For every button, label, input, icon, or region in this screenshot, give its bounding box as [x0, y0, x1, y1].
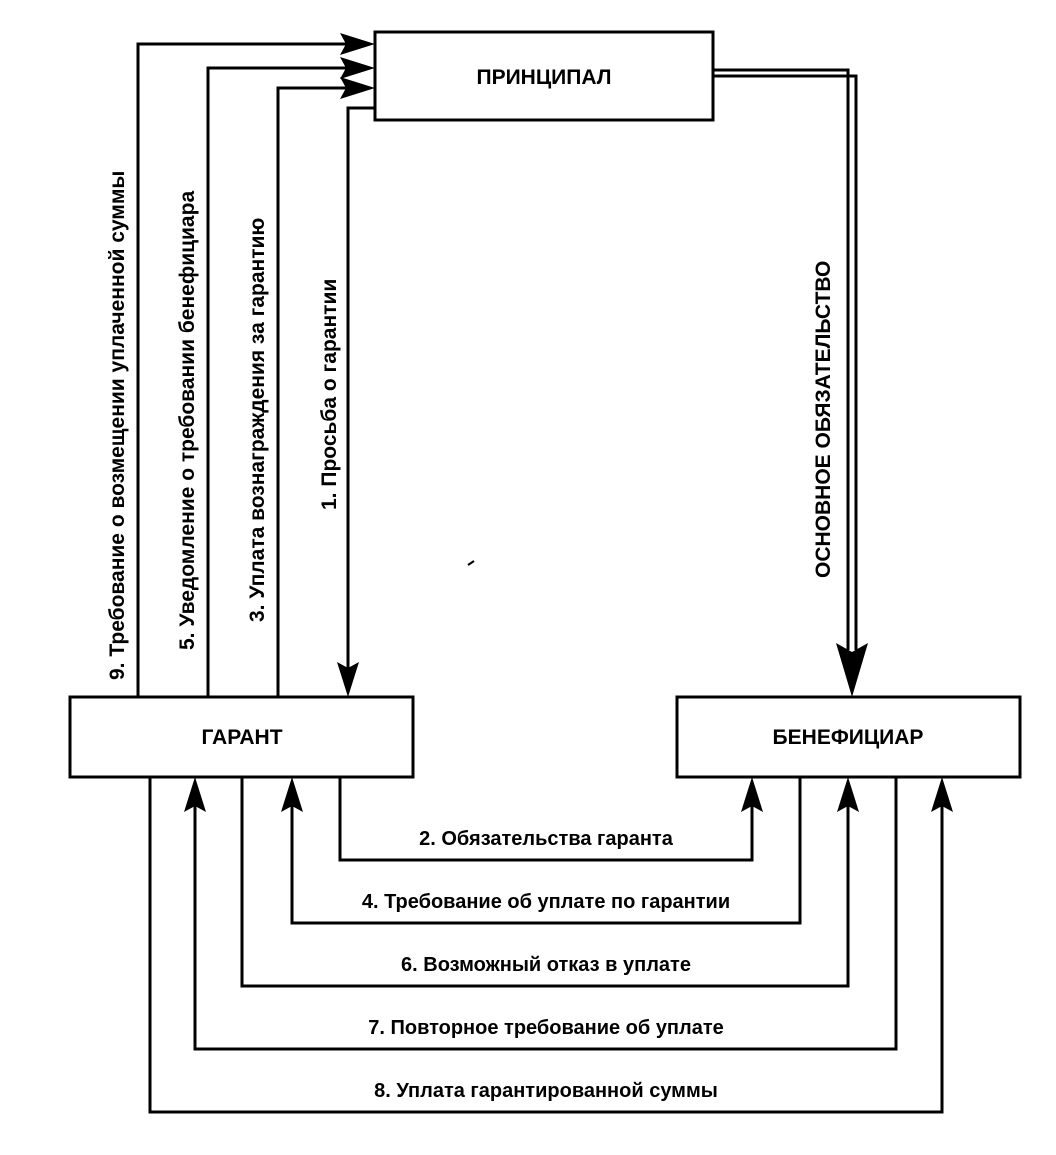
arrow-2: 2. Обязательства гаранта — [338, 777, 763, 862]
arrow-5-label: 5. Уведомление о требовании бенефициара — [176, 191, 199, 650]
arrow-2-label: 2. Обязательства гаранта — [419, 828, 674, 850]
main-obligation-label: ОСНОВНОЕ ОБЯЗАТЕЛЬСТВО — [812, 261, 835, 578]
arrow-9-label: 9. Требование о возмещении уплаченной су… — [106, 171, 129, 680]
arrow-4-label: 4. Требование об уплате по гарантии — [362, 891, 730, 913]
beneficiary-node: БЕНЕФИЦИАР — [675, 695, 1022, 779]
arrow-3-label: 3. Уплата вознаграждения за гарантию — [246, 218, 269, 622]
arrow-7: 7. Повторное требование об уплате — [184, 777, 898, 1051]
principal-node: ПРИНЦИПАЛ — [373, 30, 715, 122]
garant-node: ГАРАНТ — [68, 695, 415, 779]
arrow-5: 5. Уведомление о требовании бенефициара — [176, 57, 375, 697]
arrow-9: 9. Требование о возмещении уплаченной су… — [106, 33, 375, 697]
main-obligation-arrow: ОСНОВНОЕ ОБЯЗАТЕЛЬСТВО — [713, 68, 868, 697]
stray-mark — [467, 560, 475, 566]
arrow-8: 8. Уплата гарантированной суммы — [148, 777, 953, 1114]
beneficiary-label: БЕНЕФИЦИАР — [773, 726, 924, 749]
garant-label: ГАРАНТ — [201, 726, 282, 749]
arrow-1-label: 1. Просьба о гарантии — [318, 279, 341, 510]
arrow-7-label: 7. Повторное требование об уплате — [368, 1017, 724, 1039]
arrow-6-label: 6. Возможный отказ в уплате — [401, 954, 691, 976]
arrow-1: 1. Просьба о гарантии — [318, 106, 375, 697]
arrow-8-label: 8. Уплата гарантированной суммы — [374, 1080, 718, 1102]
arrow-3: 3. Уплата вознаграждения за гарантию — [246, 77, 375, 697]
arrow-4: 4. Требование об уплате по гарантии — [281, 777, 802, 925]
arrow-6: 6. Возможный отказ в уплате — [240, 777, 859, 988]
principal-label: ПРИНЦИПАЛ — [476, 66, 611, 89]
